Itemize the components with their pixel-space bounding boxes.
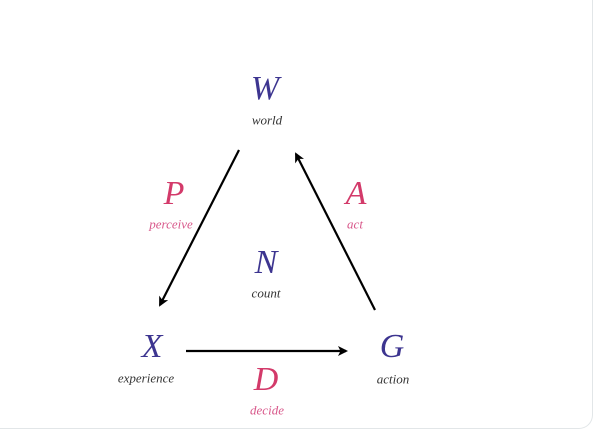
perceive-label: perceive xyxy=(149,216,193,232)
perceive-arrow xyxy=(159,149,240,307)
decide-label: decide xyxy=(250,402,284,418)
action-symbol: G xyxy=(379,328,405,365)
diagram-card xyxy=(0,0,593,429)
act-label: act xyxy=(347,216,363,232)
count-label: count xyxy=(251,285,281,301)
experience-label: experience xyxy=(117,370,175,386)
action-label: action xyxy=(376,371,410,387)
act-symbol: A xyxy=(345,175,367,212)
world-symbol: W xyxy=(250,70,280,107)
act-arrow xyxy=(295,152,376,311)
perceive-symbol: P xyxy=(163,175,185,212)
experience-symbol: X xyxy=(141,328,163,365)
decide-symbol: D xyxy=(253,361,279,398)
count-symbol: N xyxy=(254,244,278,281)
world-label: world xyxy=(251,112,283,128)
